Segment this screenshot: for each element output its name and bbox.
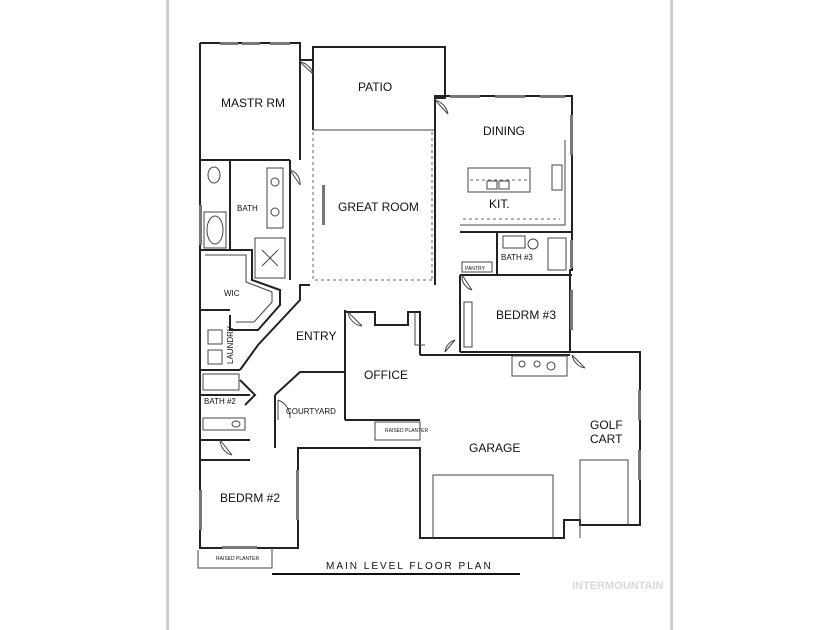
label-bedroom2: BEDRM #2 bbox=[220, 491, 280, 505]
door-swings bbox=[219, 61, 586, 456]
label-laundry: LAUNDRY bbox=[226, 325, 235, 364]
label-pantry: PANTRY bbox=[465, 266, 485, 272]
windows bbox=[199, 42, 641, 549]
left-frame-line bbox=[166, 0, 169, 630]
label-dining: DINING bbox=[483, 124, 525, 138]
label-bath: BATH bbox=[237, 204, 258, 213]
label-golf: GOLF bbox=[590, 418, 623, 432]
label-office: OFFICE bbox=[364, 368, 408, 382]
label-bath3: BATH #3 bbox=[501, 253, 533, 262]
label-entry: ENTRY bbox=[296, 329, 336, 343]
label-great-room: GREAT ROOM bbox=[338, 200, 419, 214]
label-bath2: BATH #2 bbox=[204, 397, 236, 406]
watermark: INTERMOUNTAIN bbox=[572, 580, 664, 592]
label-kitchen: KIT. bbox=[489, 197, 510, 211]
label-raised-planter-2: RAISED PLANTER bbox=[216, 556, 259, 562]
label-cart: CART bbox=[590, 432, 623, 446]
label-patio: PATIO bbox=[358, 80, 392, 94]
label-courtyard: COURTYARD bbox=[286, 407, 336, 416]
exterior-walls bbox=[199, 42, 641, 549]
right-frame-line bbox=[670, 0, 673, 630]
label-garage: GARAGE bbox=[469, 441, 520, 455]
interior-walls bbox=[197, 60, 629, 569]
label-bedroom3: BEDRM #3 bbox=[496, 308, 556, 322]
plan-title: MAIN LEVEL FLOOR PLAN bbox=[326, 561, 493, 572]
label-wic: WIC bbox=[224, 289, 240, 298]
label-master: MASTR RM bbox=[221, 96, 285, 110]
label-raised-planter-1: RAISED PLANTER bbox=[385, 428, 428, 434]
